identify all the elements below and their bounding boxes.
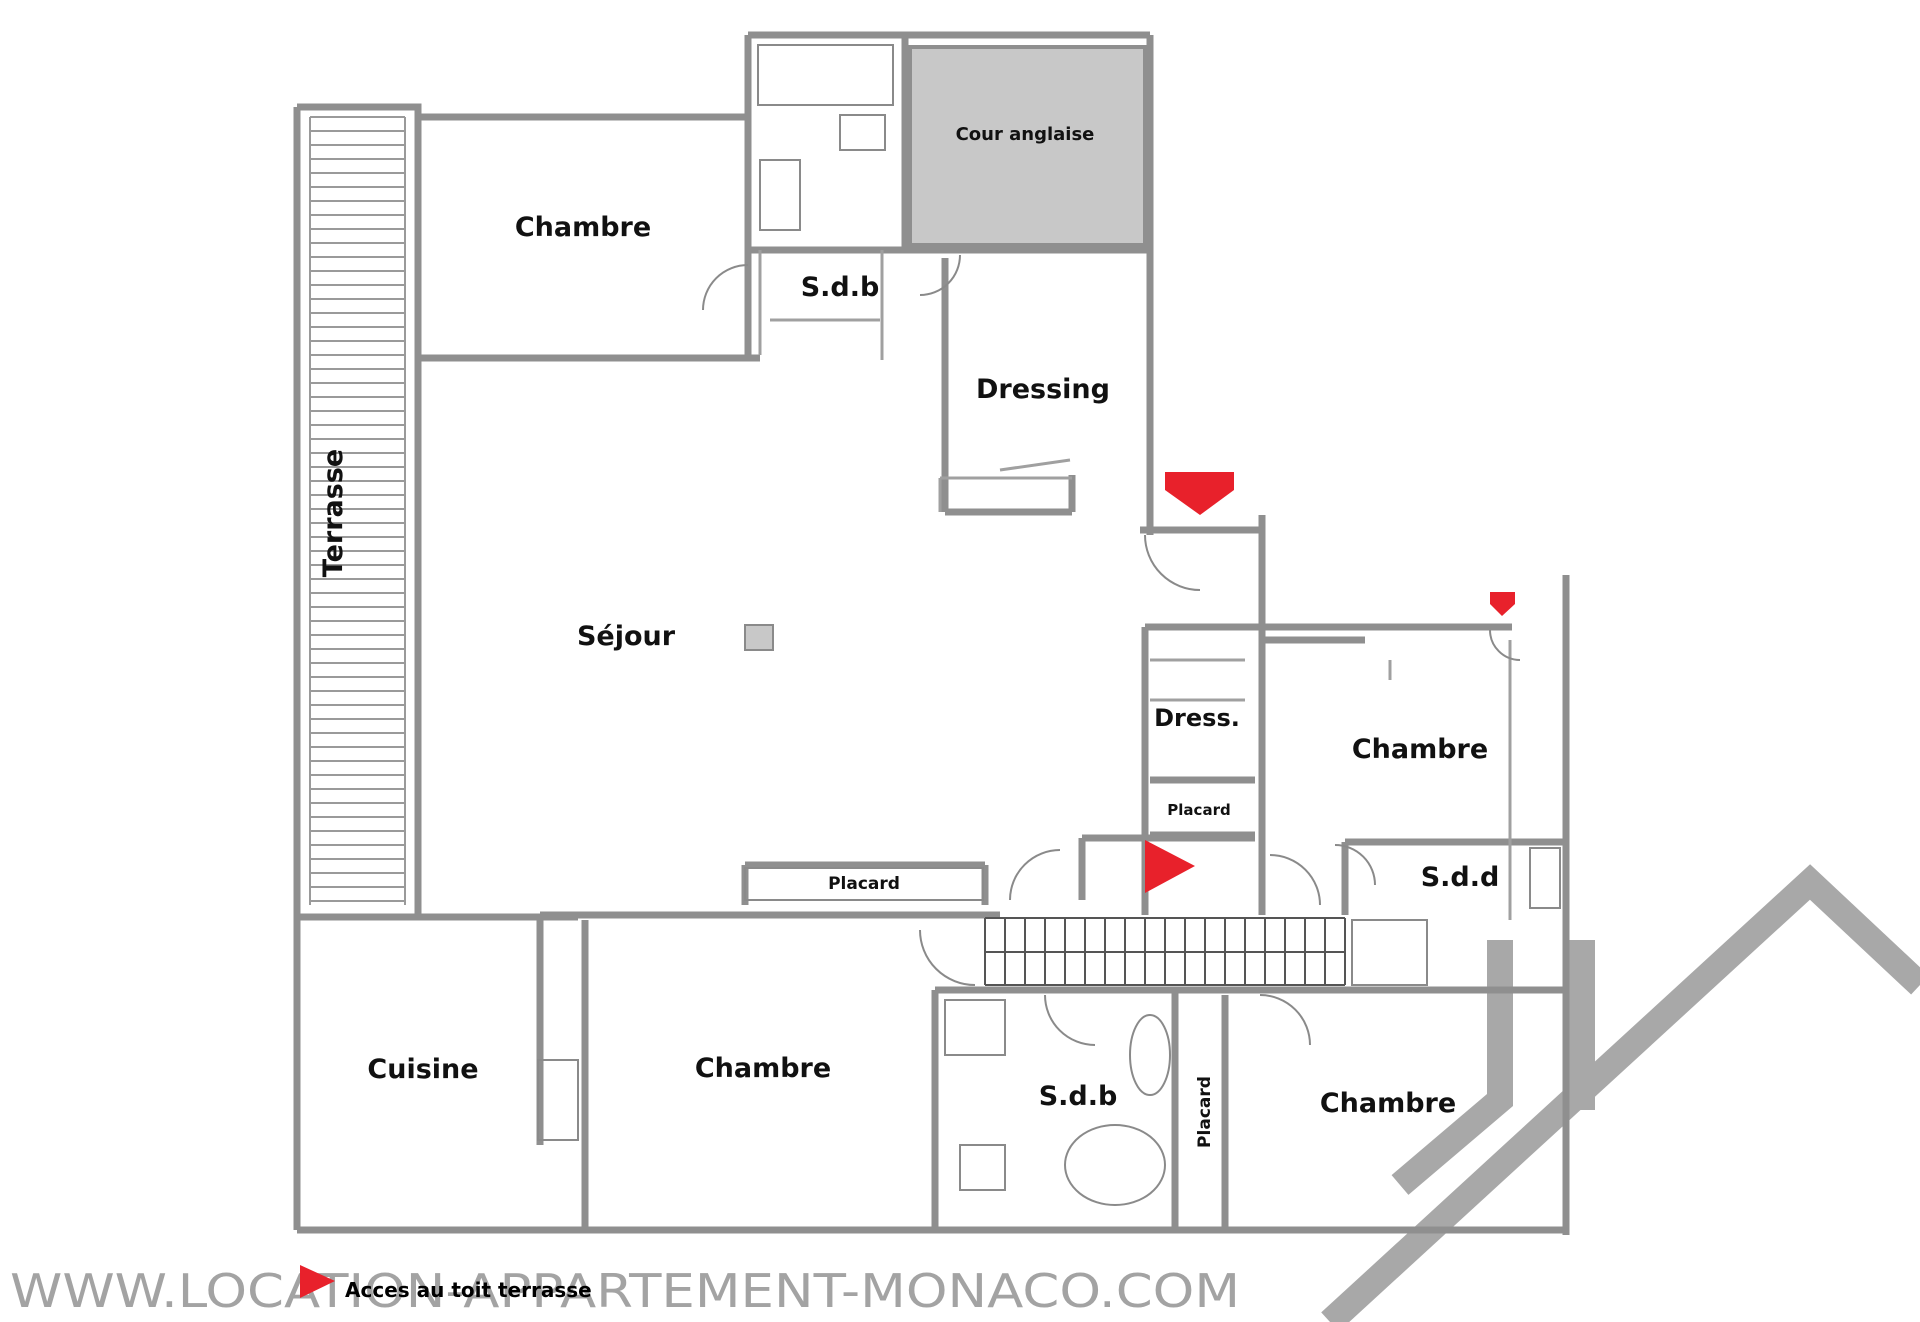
room-label-sdb-bottom: S.d.b	[1039, 1081, 1118, 1112]
shower-sdd	[1351, 919, 1428, 986]
sink-top	[759, 159, 801, 231]
sink-sdd	[1529, 847, 1561, 909]
room-label-placard-small: Placard	[1167, 801, 1230, 819]
terrace-decking	[309, 116, 406, 905]
room-label-terrasse: Terrasse	[318, 449, 349, 577]
room-label-cour-anglaise: Cour anglaise	[956, 124, 1095, 145]
room-label-sdd: S.d.d	[1421, 862, 1500, 893]
room-label-sejour: Séjour	[577, 621, 676, 652]
website-watermark: WWW.LOCATION-APPARTEMENT-MONACO.COM	[10, 1264, 1240, 1318]
room-label-chambre-east: Chambre	[1352, 734, 1488, 765]
corridor-tiles	[984, 917, 1346, 986]
room-label-chambre-nw: Chambre	[515, 212, 651, 243]
fixtures	[537, 44, 1561, 1206]
kitchen-sink	[537, 1059, 579, 1141]
toilet-top	[839, 114, 886, 151]
room-label-dress-small: Dress.	[1154, 704, 1240, 732]
door-swings	[702, 254, 1521, 1046]
right-arrow-icon	[1145, 840, 1195, 893]
room-label-placard-vertical: Placard	[1195, 1076, 1215, 1148]
interior-walls	[758, 250, 1512, 920]
room-label-placard-sejour: Placard	[828, 874, 900, 894]
right-arrow-icon	[300, 1265, 335, 1298]
toilet-bottom	[959, 1144, 1006, 1191]
double-sink	[1129, 1014, 1171, 1096]
legend-text: Acces au toit terrasse	[345, 1278, 592, 1302]
room-label-chambre-south: Chambre	[695, 1053, 831, 1084]
sejour-pillar	[744, 624, 774, 651]
placard-sejour-box	[744, 867, 984, 901]
bathtub-top	[757, 44, 894, 106]
down-arrow-icon	[1165, 472, 1234, 515]
room-label-sdb-top: S.d.b	[801, 272, 880, 303]
corner-bath	[1064, 1124, 1166, 1206]
room-label-chambre-se: Chambre	[1320, 1088, 1456, 1119]
cour-anglaise-area	[908, 45, 1147, 247]
room-label-dressing: Dressing	[976, 374, 1110, 405]
room-label-cuisine: Cuisine	[367, 1054, 478, 1085]
shower-bottom	[944, 999, 1006, 1056]
down-arrow-icon	[1490, 592, 1515, 616]
